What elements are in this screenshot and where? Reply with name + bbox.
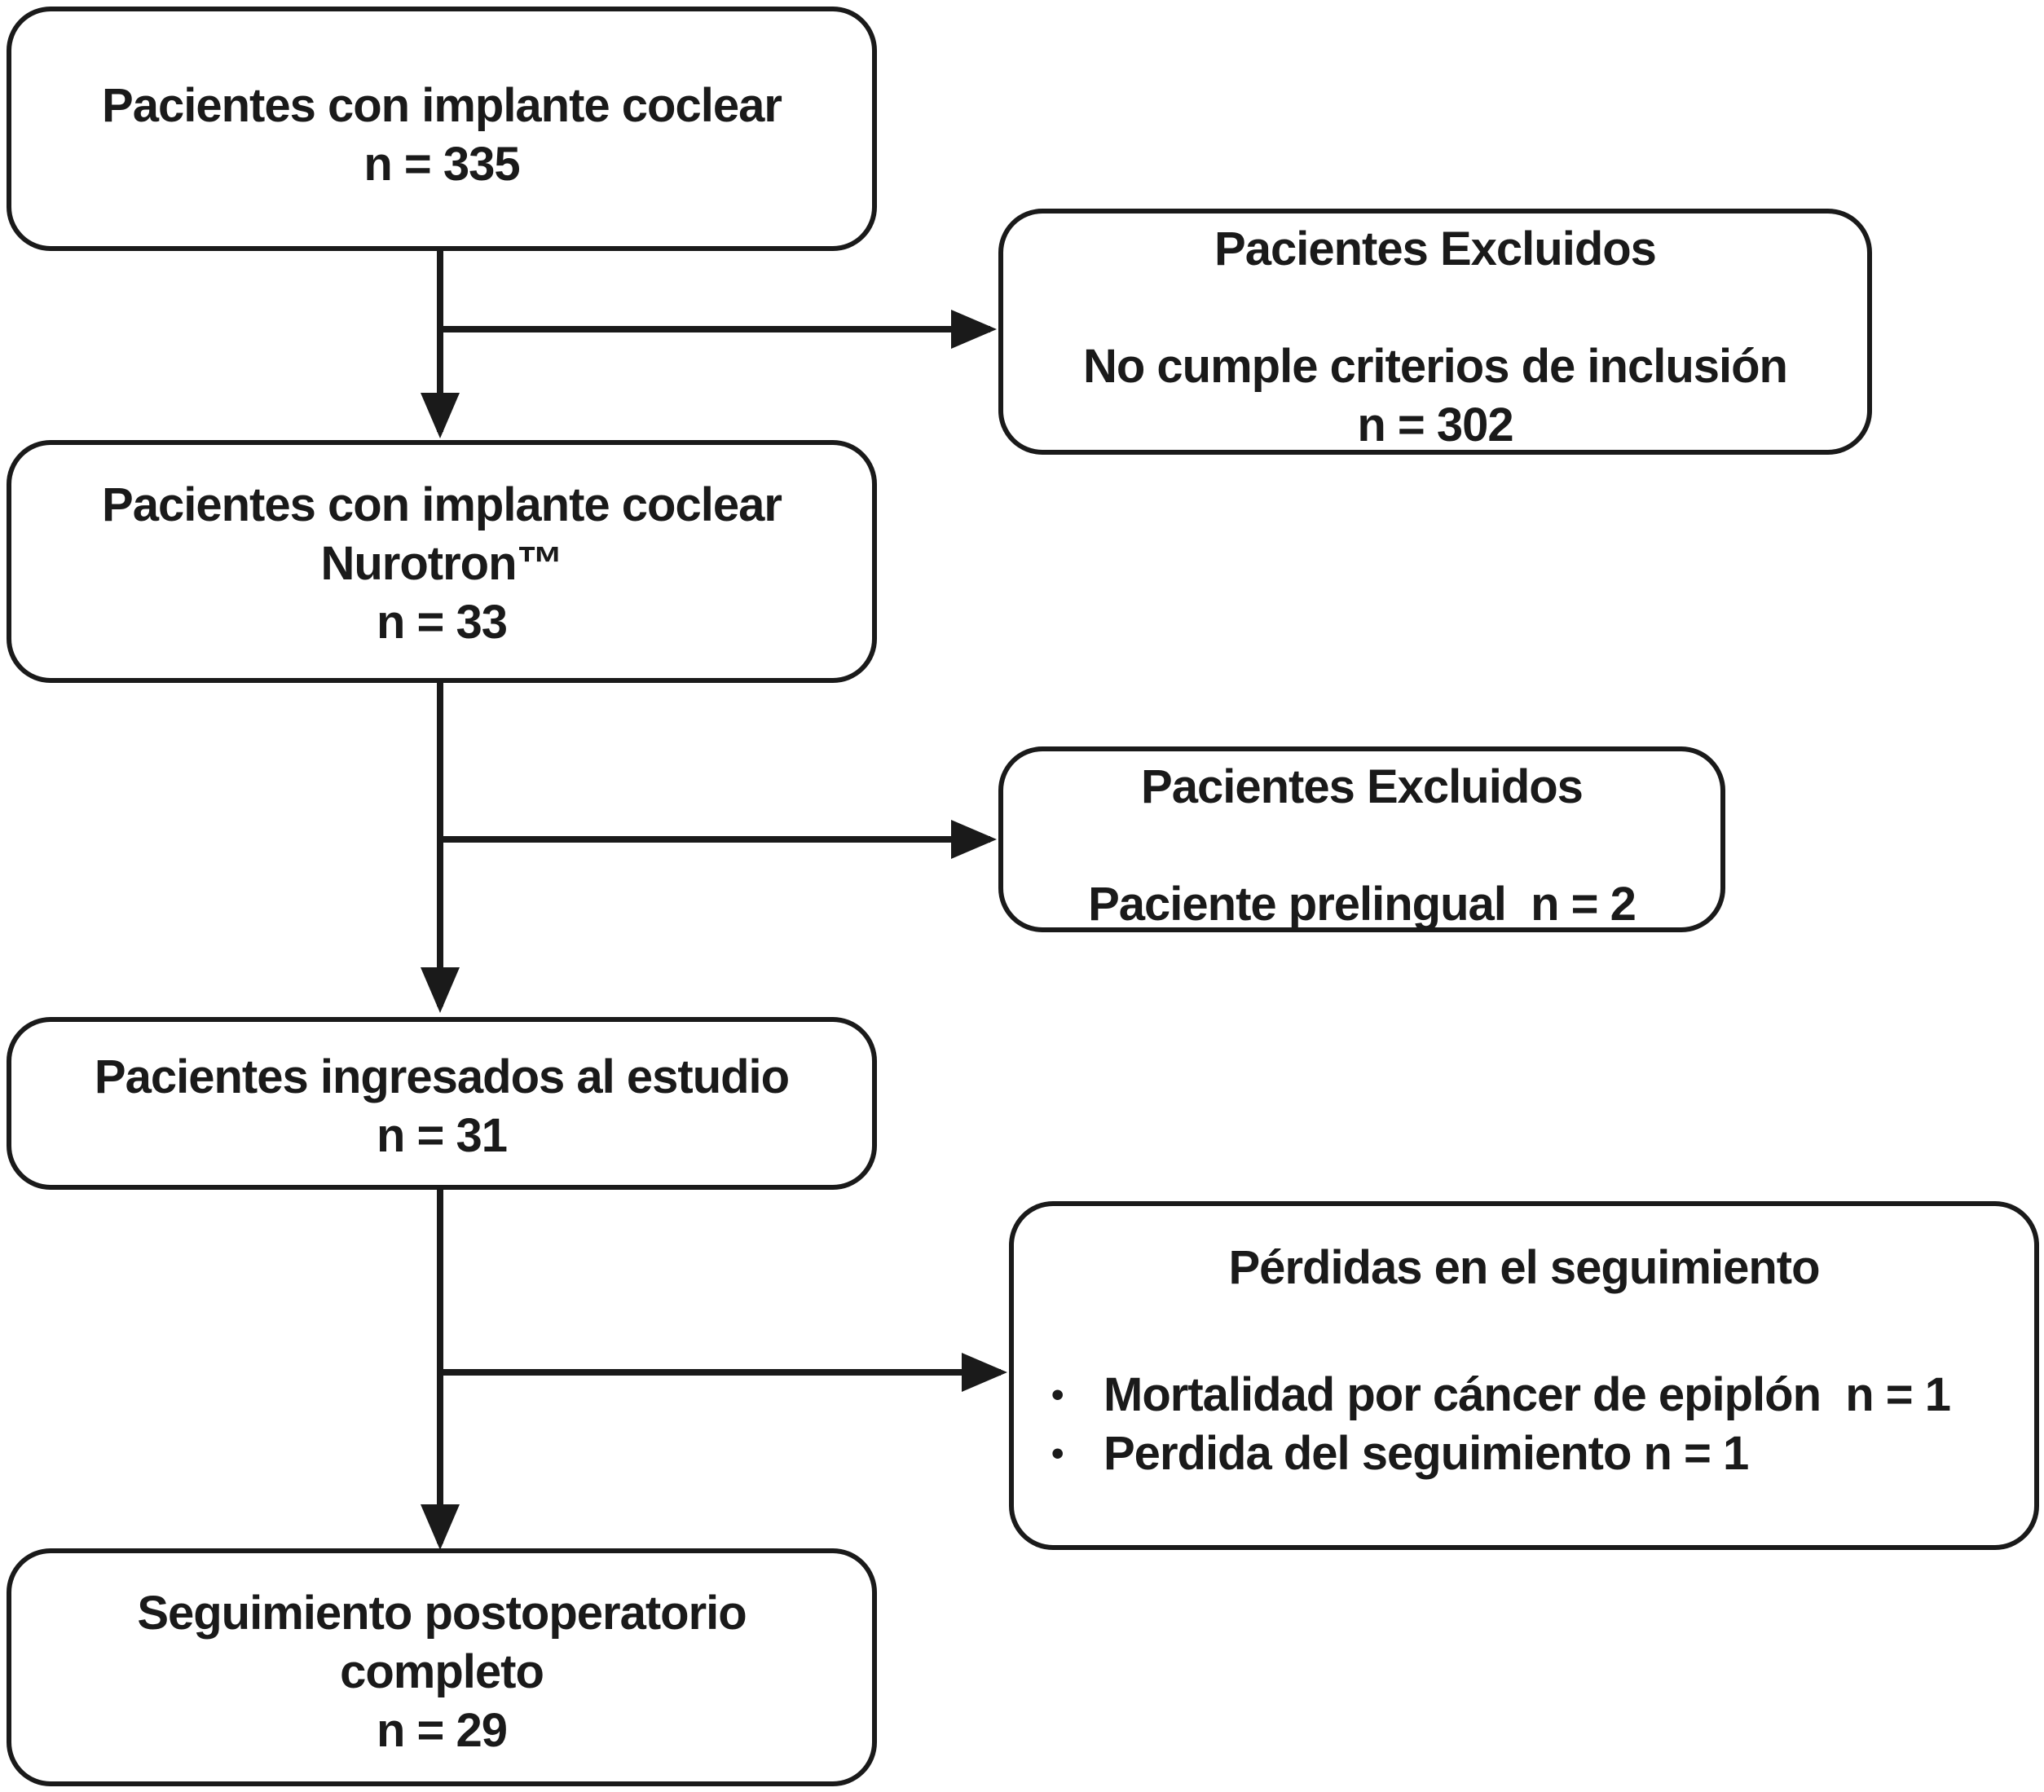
box-completed-followup: Seguimiento postoperatorio completo n = …	[7, 1548, 877, 1786]
box-line: Paciente prelingual n = 2	[1088, 878, 1637, 931]
spacer	[1014, 1297, 2034, 1366]
spacer	[1003, 817, 1720, 875]
box-title: Pacientes Excluidos	[1141, 760, 1584, 813]
box-enrolled-patients: Pacientes ingresados al estudio n = 31	[7, 1017, 877, 1190]
box-line: Pacientes ingresados al estudio	[94, 1050, 790, 1103]
list-item-text: Perdida del seguimiento n = 1	[1103, 1427, 1749, 1480]
list-item-text: Mortalidad por cáncer de epiplón n = 1	[1103, 1368, 1951, 1421]
box-title: Pérdidas en el seguimiento	[1228, 1241, 1821, 1294]
box-count: n = 29	[376, 1704, 508, 1757]
box-title: Pacientes Excluidos	[1214, 222, 1657, 275]
box-excluded-prelingual: Pacientes Excluidos Paciente prelingual …	[998, 746, 1725, 932]
box-count: n = 33	[376, 596, 508, 649]
box-excluded-inclusion-criteria: Pacientes Excluidos No cumple criterios …	[998, 209, 1872, 455]
loss-list: •Mortalidad por cáncer de epiplón n = 1 …	[1014, 1366, 2034, 1483]
box-line: Pacientes con implante coclear	[102, 478, 782, 531]
list-item: • Perdida del seguimiento n = 1	[1014, 1424, 2034, 1483]
box-cochlear-implant-patients: Pacientes con implante coclear n = 335	[7, 7, 877, 251]
box-count: n = 31	[376, 1109, 508, 1162]
box-line: Seguimiento postoperatorio	[137, 1587, 747, 1640]
list-item: • Mortalidad por cáncer de epiplón n = 1	[1014, 1366, 2034, 1424]
box-line: No cumple criterios de inclusión	[1083, 340, 1788, 393]
box-count: n = 302	[1357, 398, 1513, 451]
box-followup-losses: Pérdidas en el seguimiento • Mortalidad p…	[1009, 1201, 2039, 1550]
box-line: Pacientes con implante coclear	[102, 79, 782, 132]
bullet-icon: •	[1051, 1433, 1064, 1473]
box-nurotron-patients: Pacientes con implante coclear Nurotron™…	[7, 440, 877, 683]
box-line: completo	[340, 1645, 544, 1698]
bullet-icon: •	[1051, 1375, 1064, 1415]
box-count: n = 335	[363, 138, 520, 191]
spacer	[1003, 279, 1867, 337]
box-line: Nurotron™	[320, 537, 563, 590]
